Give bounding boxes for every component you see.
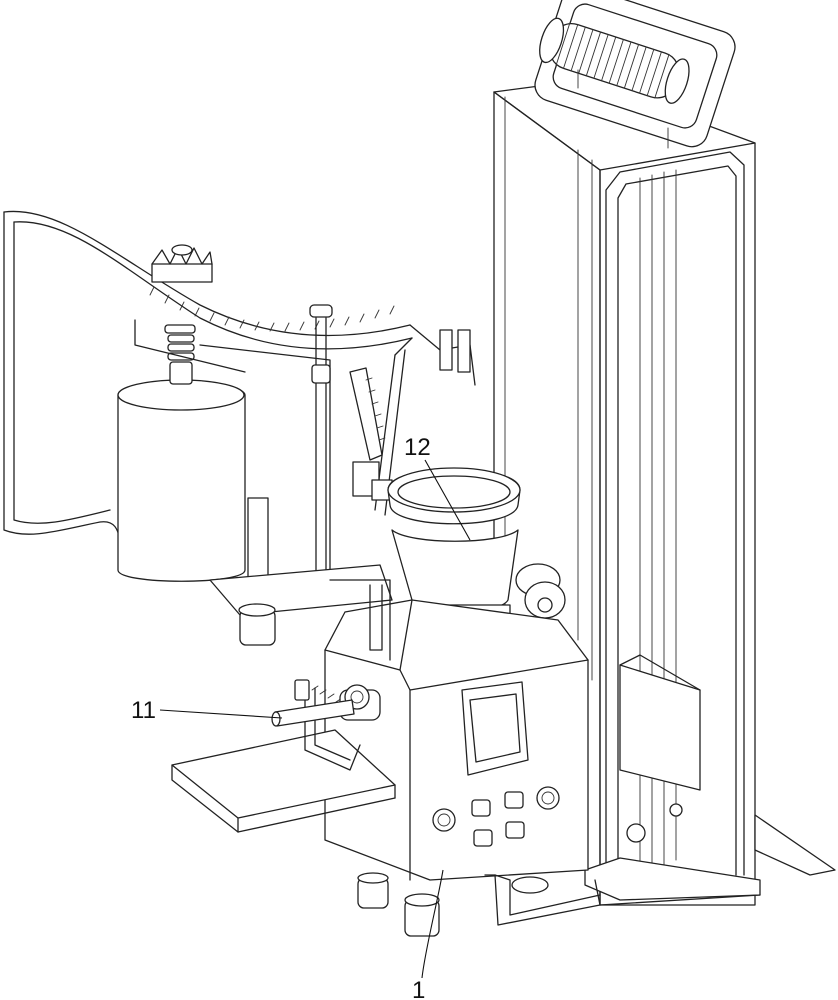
button-2 xyxy=(504,791,524,809)
callout-12: 12 xyxy=(404,434,431,461)
lift-tower xyxy=(493,0,836,906)
knob-right xyxy=(536,786,560,810)
gear xyxy=(151,244,213,283)
winch xyxy=(534,0,736,149)
motor-cylinder xyxy=(117,319,331,591)
machine-body xyxy=(324,579,601,937)
leader-11 xyxy=(159,709,283,719)
side-shaft-assembly xyxy=(171,679,396,833)
button-1 xyxy=(471,799,491,817)
knob-left xyxy=(432,808,456,832)
button-4 xyxy=(505,821,525,839)
callout-1: 1 xyxy=(412,977,425,1000)
leader-1 xyxy=(421,869,444,979)
callout-11: 11 xyxy=(131,697,156,724)
button-3 xyxy=(473,829,493,847)
support-bracket xyxy=(209,304,393,646)
lift-carriage xyxy=(619,664,701,791)
callout-11-group: 11 xyxy=(131,697,283,724)
callout-12-group: 12 xyxy=(404,434,471,541)
pulley xyxy=(515,563,566,619)
callout-1-group: 1 xyxy=(412,869,444,1000)
leader-12 xyxy=(424,459,471,541)
small-rack xyxy=(349,367,393,501)
